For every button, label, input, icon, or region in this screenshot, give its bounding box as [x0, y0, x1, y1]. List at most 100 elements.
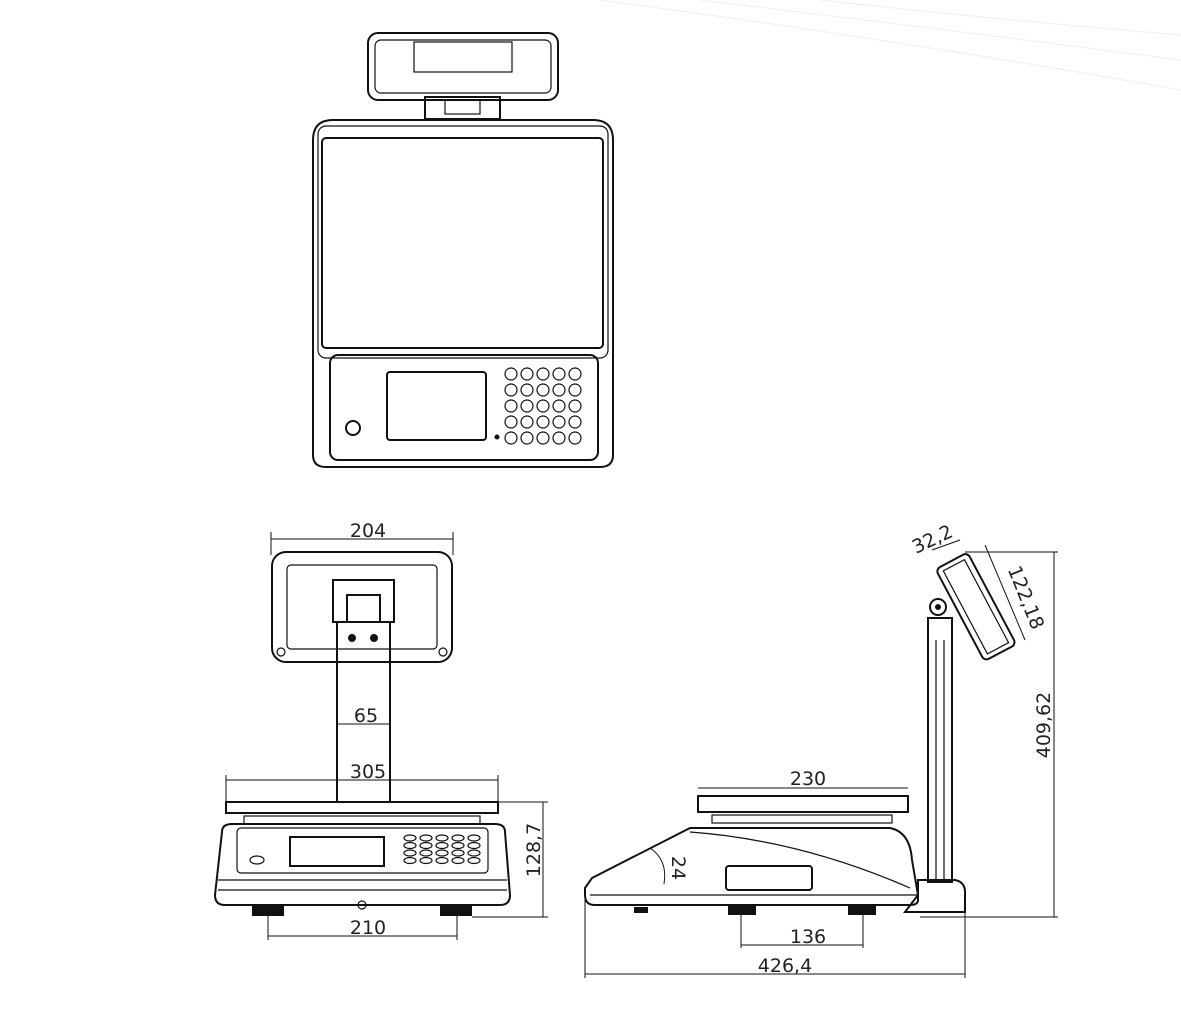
key: [520, 431, 534, 445]
dimension-slope-angle: 24: [667, 856, 689, 880]
display-hinge: [929, 598, 947, 616]
screw: [370, 634, 378, 642]
key: [504, 431, 518, 445]
side-view: 230 24 136 426,4 409,62 32,2 122,18: [584, 521, 1058, 978]
dimension-foot-spacing: 210: [350, 917, 386, 939]
display-head: [367, 32, 559, 101]
platter: [321, 137, 604, 349]
key: [504, 383, 518, 397]
dimension-display-width: 204: [350, 520, 386, 542]
key: [451, 856, 465, 865]
neck-detail: [444, 99, 481, 115]
key: [467, 834, 481, 842]
platter-support: [711, 814, 893, 824]
foot: [252, 906, 284, 916]
display-head-inner: [374, 39, 552, 94]
key: [435, 841, 449, 850]
key: [419, 841, 433, 850]
dimension-display-depth: 32,2: [909, 521, 957, 559]
key: [552, 367, 566, 381]
front-view: 204 65 305 128,7 210: [213, 520, 548, 940]
power-button: [249, 855, 265, 865]
key: [504, 399, 518, 413]
key: [504, 367, 518, 381]
key: [403, 849, 417, 857]
key: [520, 367, 534, 381]
platter-rim: [317, 125, 609, 359]
key: [403, 856, 417, 865]
key: [568, 431, 582, 445]
key: [467, 841, 481, 850]
dimension-total-depth: 426,4: [758, 955, 812, 977]
foot: [728, 905, 756, 915]
front-foot: [634, 907, 648, 913]
screw: [438, 647, 448, 657]
key: [568, 367, 582, 381]
key: [552, 415, 566, 429]
key: [451, 834, 465, 842]
key: [435, 849, 449, 857]
dimension-side-foot-spacing: 136: [790, 926, 826, 948]
key: [552, 399, 566, 413]
key: [536, 415, 550, 429]
key: [520, 399, 534, 413]
screw: [348, 634, 356, 642]
key: [419, 849, 433, 857]
hinge-pin: [935, 604, 941, 610]
platter: [697, 795, 909, 813]
pole-display-back: [271, 551, 453, 663]
level-bubble: [357, 900, 367, 910]
dimension-total-height: 409,62: [1033, 692, 1055, 758]
side-dimension-lines: [584, 539, 1058, 978]
key: [536, 367, 550, 381]
handle-recess: [725, 865, 813, 891]
key: [568, 399, 582, 413]
key: [435, 834, 449, 842]
key: [467, 849, 481, 857]
key: [504, 415, 518, 429]
key: [536, 383, 550, 397]
dimension-pole-width: 65: [354, 705, 378, 727]
pole: [927, 617, 953, 883]
scale-base-profile: [584, 827, 919, 906]
dimension-height: 128,7: [523, 823, 545, 877]
scale-base: [213, 823, 512, 906]
pole-display-side: [936, 553, 1016, 661]
key: [435, 856, 449, 865]
key: [536, 431, 550, 445]
key: [568, 383, 582, 397]
key: [451, 849, 465, 857]
dimension-platter-depth: 230: [790, 768, 826, 790]
dimension-platter-width: 305: [350, 761, 386, 783]
key: [568, 415, 582, 429]
indicator-dot: [494, 434, 500, 440]
body-curve: [689, 831, 911, 889]
front-panel: [236, 827, 489, 874]
keypad: [403, 834, 481, 865]
foot: [440, 906, 472, 916]
platter-support: [243, 815, 481, 825]
key: [419, 834, 433, 842]
lcd-screen: [289, 836, 385, 867]
key: [520, 383, 534, 397]
display-bracket: [332, 579, 395, 623]
key: [403, 841, 417, 850]
key: [536, 399, 550, 413]
platter: [225, 801, 499, 814]
lcd-screen: [386, 371, 487, 441]
scale-body: [312, 119, 614, 468]
key: [451, 841, 465, 850]
pole-display-inner: [286, 564, 438, 650]
key: [552, 383, 566, 397]
background-decoration: [599, 0, 1181, 91]
front-dimension-lines: [225, 532, 548, 940]
key: [419, 856, 433, 865]
key: [520, 415, 534, 429]
pole-stand: [902, 879, 966, 913]
foot: [848, 905, 876, 915]
key: [552, 431, 566, 445]
display-screen: [413, 41, 513, 73]
key: [403, 834, 417, 842]
keypad: [504, 367, 582, 445]
